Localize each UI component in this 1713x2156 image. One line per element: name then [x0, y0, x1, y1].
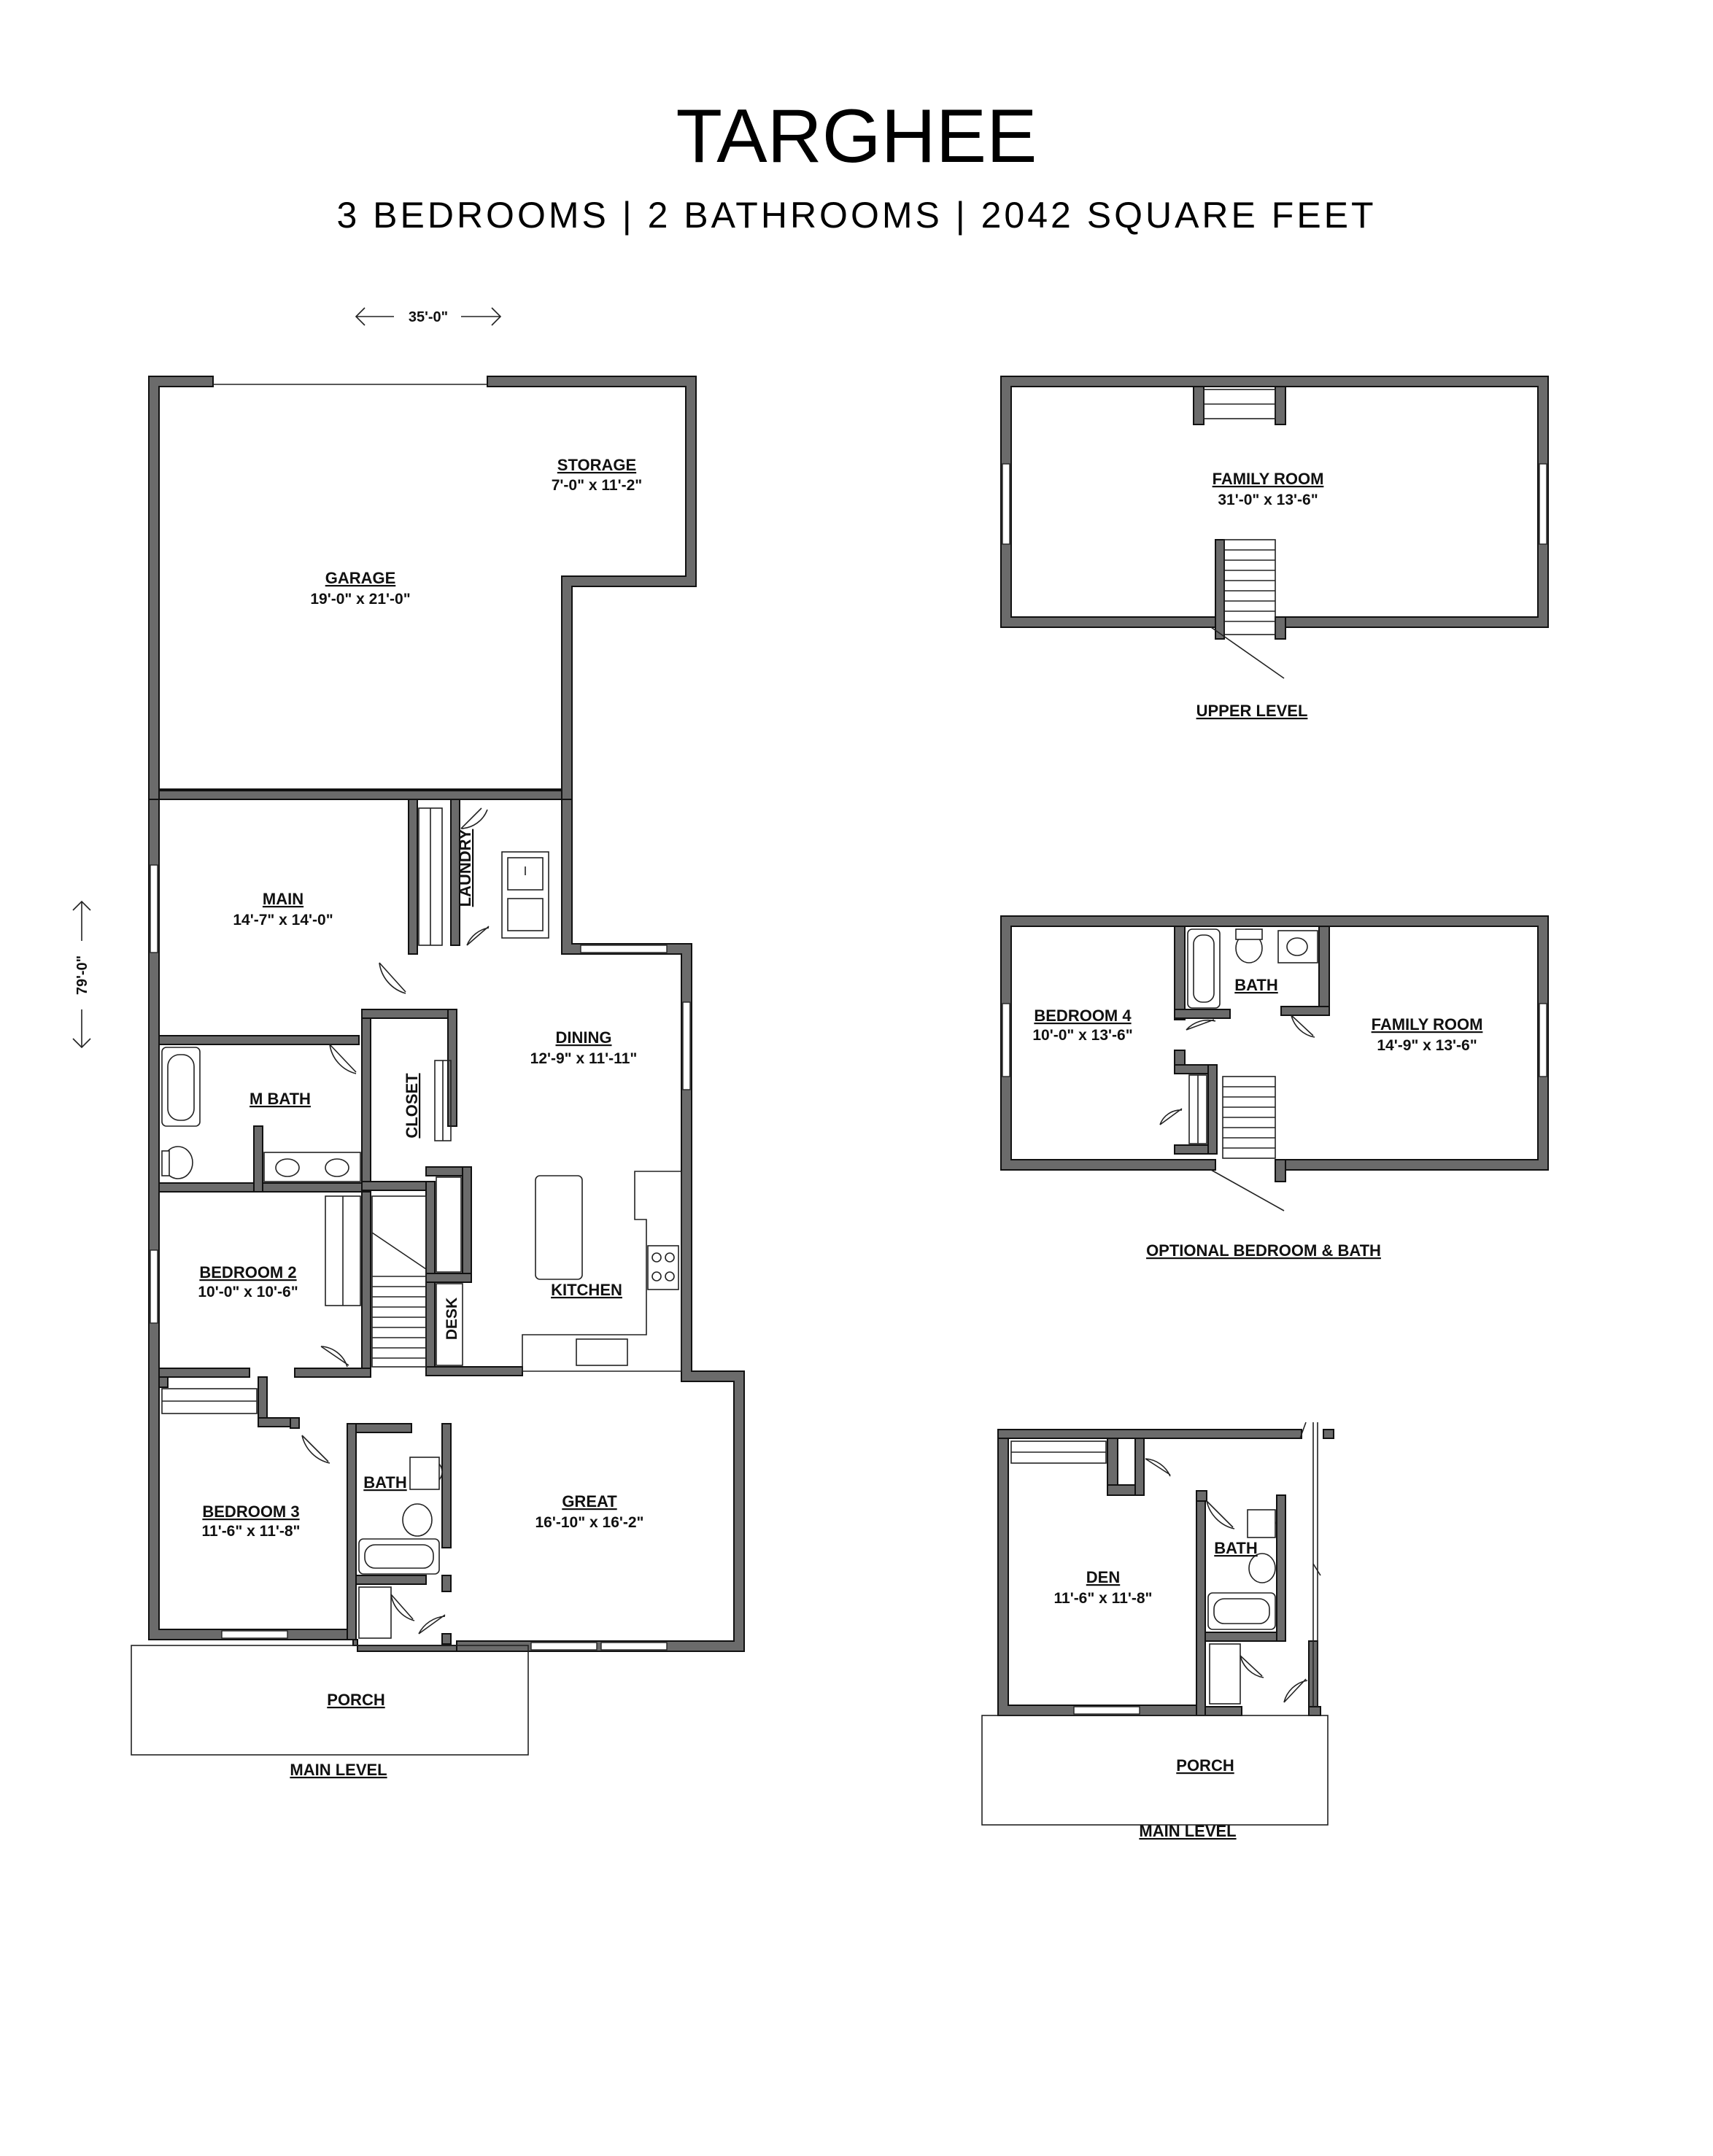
den-porch: [981, 1715, 1329, 1826]
optional-plan: BEDROOM 4 10'-0" x 13'-6" BATH FAMILY RO…: [1000, 915, 1549, 1260]
dining-size: 12'-9" x 11'-11": [530, 1050, 638, 1067]
main-bath-label: BATH: [363, 1473, 406, 1492]
depth-dimension-label: 79'-0": [74, 955, 90, 995]
bedroom2-size: 10'-0" x 10'-6": [198, 1284, 298, 1300]
depth-dimension: 79'-0": [72, 900, 91, 1049]
laundry-label: LAUNDRY: [456, 829, 474, 907]
width-dimension: 35'-0": [355, 307, 502, 326]
main-level-label: MAIN LEVEL: [290, 1761, 387, 1779]
width-dimension-label: 35'-0": [409, 309, 448, 325]
main-plan: STORAGE 7'-0" x 11'-2" GARAGE 19'-0" x 2…: [131, 376, 745, 1779]
bedroom4-size: 10'-0" x 13'-6": [1032, 1027, 1132, 1044]
upper-level-label: UPPER LEVEL: [1196, 702, 1308, 720]
upper-family-room-label: FAMILY ROOM: [1213, 470, 1324, 488]
optional-family-room-label: FAMILY ROOM: [1372, 1015, 1483, 1034]
great-room-size: 16'-10" x 16'-2": [535, 1514, 644, 1531]
optional-plan-walls: [1000, 915, 1549, 1171]
great-room-label: GREAT: [562, 1492, 617, 1511]
main-porch-label: PORCH: [327, 1691, 384, 1709]
den-size: 11'-6" x 11'-8": [1054, 1590, 1153, 1607]
optional-bath-label: BATH: [1234, 976, 1277, 994]
optional-family-room-size: 14'-9" x 13'-6": [1377, 1037, 1477, 1054]
plan-title: TARGHEE: [676, 94, 1037, 179]
storage-label: STORAGE: [557, 456, 636, 474]
main-bedroom-label: MAIN: [263, 890, 303, 908]
optional-level-label: OPTIONAL BEDROOM & BATH: [1146, 1241, 1381, 1260]
master-bath-label: M BATH: [250, 1090, 311, 1108]
bedroom2-label: BEDROOM 2: [199, 1263, 296, 1281]
bedroom3-label: BEDROOM 3: [202, 1502, 299, 1521]
kitchen-island: [535, 1175, 583, 1280]
den-plan: BATH DEN 11'-6" x 11'-8" PORCH MAIN LEVE…: [981, 1422, 1334, 1840]
upper-family-room-size: 31'-0" x 13'-6": [1218, 492, 1318, 508]
upper-plan: FAMILY ROOM 31'-0" x 13'-6" UPPER LEVEL: [1000, 376, 1549, 720]
bedroom4-label: BEDROOM 4: [1034, 1007, 1132, 1025]
dining-label: DINING: [556, 1028, 612, 1047]
main-stairs: [371, 1195, 427, 1368]
den-bath-label: BATH: [1214, 1539, 1257, 1557]
den-level-label: MAIN LEVEL: [1139, 1822, 1236, 1840]
closet-label: CLOSET: [403, 1073, 421, 1139]
main-bedroom-size: 14'-7" x 14'-0": [233, 912, 333, 928]
main-porch: [131, 1645, 529, 1756]
plan-subtitle: 3 BEDROOMS | 2 BATHROOMS | 2042 SQUARE F…: [336, 195, 1376, 236]
kitchen-label: KITCHEN: [551, 1281, 622, 1299]
den-label: DEN: [1086, 1568, 1120, 1586]
garage-label: GARAGE: [325, 569, 396, 587]
bedroom3-size: 11'-6" x 11'-8": [202, 1523, 301, 1540]
optional-stairs: [1210, 1076, 1286, 1211]
upper-stairs: [1210, 539, 1286, 679]
desk-label: DESK: [444, 1298, 460, 1340]
garage-walls: [148, 376, 697, 800]
den-porch-label: PORCH: [1176, 1756, 1234, 1775]
garage-size: 19'-0" x 21'-0": [310, 591, 410, 608]
storage-size: 7'-0" x 11'-2": [552, 477, 642, 494]
